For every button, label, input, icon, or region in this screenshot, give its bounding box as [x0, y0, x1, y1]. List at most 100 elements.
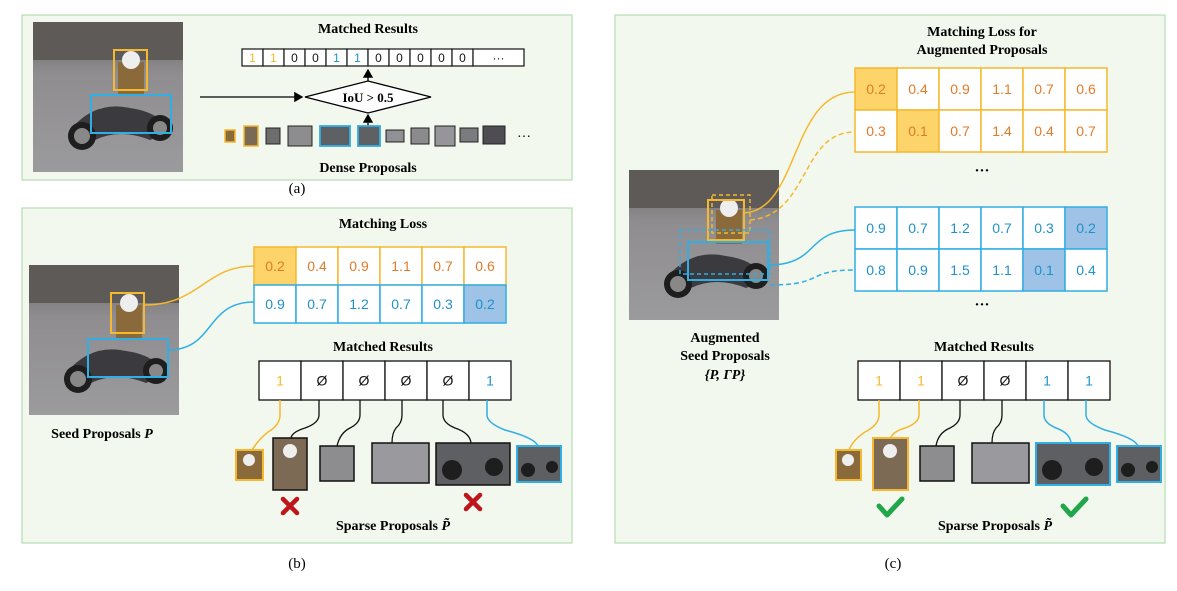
c-matched-value: Ø: [1000, 373, 1011, 389]
b-loss-orange-value: 0.6: [475, 258, 495, 274]
c-loss-blue-2-value: 0.1: [1034, 262, 1054, 278]
c-loss-blue-1-cell: [938, 206, 982, 250]
c-loss-orange-2-value: 0.1: [908, 123, 928, 139]
panel-a-matched-cell: [472, 48, 525, 67]
c-loss-blue-2-cell: [896, 248, 940, 292]
c-loss-orange-2-cell: [1064, 109, 1108, 153]
panel-a-matched-value: 0: [291, 51, 298, 65]
dense-ellipsis: ···: [517, 130, 531, 145]
c-loss-orange-2-value: 1.4: [992, 123, 1012, 139]
c-loss-orange-1-cell: [1064, 67, 1108, 111]
c-loss-blue-2-value: 1.5: [950, 262, 970, 278]
c-loss-blue-2-value: 0.8: [866, 262, 886, 278]
c-loss-blue-2-value: 0.9: [908, 262, 928, 278]
panel-a-photo: [33, 22, 183, 172]
panel-c-matched-title: Matched Results: [934, 340, 1034, 355]
panel-b-sparse-thumbnails: [235, 437, 562, 491]
c-loss-orange-1-value: 0.9: [950, 81, 970, 97]
aug-label-3: {P, ΓP}: [705, 368, 746, 383]
c-loss-blue-1-value: 0.7: [908, 220, 928, 236]
c-loss-orange-1-value: 1.1: [992, 81, 1012, 97]
panel-a-matched-value: 0: [438, 51, 445, 65]
c-matched-value: 1: [1085, 373, 1093, 389]
b-loss-orange-value: 0.2: [265, 258, 285, 274]
panel-b-photo: [29, 265, 179, 415]
c-loss-blue-2-cell: [1064, 248, 1108, 292]
c-loss-orange-2-cell: [938, 109, 982, 153]
c-loss-blue-1-cell: [854, 206, 898, 250]
panel-a-matched-value: 0: [375, 51, 382, 65]
c-loss-blue-1-value: 0.2: [1076, 220, 1096, 236]
connector-blue: [167, 301, 255, 351]
panel-a-matched-value: 0: [312, 51, 319, 65]
dense-proposal-thumbnails: [224, 125, 506, 147]
c-loss-orange-1-cell: [980, 67, 1024, 111]
c-loss-orange-2-value: 0.7: [1076, 123, 1096, 139]
blue-box: [90, 94, 172, 134]
b-loss-orange-value: 0.9: [349, 258, 369, 274]
panel-c-photo: [629, 170, 779, 320]
check-icon: [1060, 496, 1089, 518]
c-loss-blue-2-cell: [938, 248, 982, 292]
c-loss-blue-2-cell: [1022, 248, 1066, 292]
cross-icon: [463, 492, 483, 512]
c-matched-value: 1: [1043, 373, 1051, 389]
b-matched-cell: [426, 360, 470, 401]
b-matched-cell: [468, 360, 512, 401]
b-loss-orange-cell: [463, 246, 507, 286]
panel-a-matched-value: 0: [396, 51, 403, 65]
seed-proposals-label: Seed Proposals P: [51, 427, 153, 442]
panel-c-loss-title-2: Augmented Proposals: [917, 43, 1048, 58]
panel-c-caption: (c): [885, 556, 902, 572]
panel-a-matched-value: 0: [417, 51, 424, 65]
b-matched-value: Ø: [401, 373, 412, 389]
b-loss-blue-value: 0.3: [433, 296, 453, 312]
b-matched-value: Ø: [359, 373, 370, 389]
panel-b-sparse-label: Sparse Proposals P̃: [336, 516, 451, 534]
panel-b-caption: (b): [288, 556, 306, 572]
c-loss-blue-2-value: 0.4: [1076, 262, 1096, 278]
c-loss-blue-1-value: 1.2: [950, 220, 970, 236]
b-loss-blue-value: 0.9: [265, 296, 285, 312]
c-matched-cell: [899, 360, 943, 401]
connector-orange: [143, 265, 255, 306]
connector-blue-dashed: [769, 269, 856, 286]
b-loss-orange-value: 0.4: [307, 258, 327, 274]
b-loss-blue-cell: [463, 284, 507, 324]
b-loss-orange-cell: [253, 246, 297, 286]
iou-diamond: [304, 80, 432, 114]
b-loss-blue-value: 0.2: [475, 296, 495, 312]
panel-a-title: Matched Results: [318, 22, 418, 37]
panel-c-sparse-thumbnails: [835, 437, 1162, 491]
c-loss-blue-1-value: 0.3: [1034, 220, 1054, 236]
panel-a-matched-value: 1: [270, 51, 277, 65]
panel-c-ellipsis-2: ···: [974, 297, 989, 313]
b-matched-value: Ø: [317, 373, 328, 389]
b-loss-orange-value: 1.1: [391, 258, 411, 274]
c-matched-value: 1: [917, 373, 925, 389]
c-matched-cell: [1067, 360, 1111, 401]
iou-condition: IoU > 0.5: [342, 90, 394, 105]
check-icon: [876, 496, 905, 518]
panel-a-caption: (a): [289, 181, 306, 197]
cross-icon: [280, 496, 300, 516]
panel-b-matched-title: Matched Results: [333, 340, 433, 355]
b-loss-orange-value: 0.7: [433, 258, 453, 274]
c-loss-blue-1-value: 0.9: [866, 220, 886, 236]
c-loss-orange-2-cell: [896, 109, 940, 153]
panel-a-matched-value: 0: [459, 51, 466, 65]
c-loss-orange-1-value: 0.4: [908, 81, 928, 97]
c-loss-orange-1-cell: [1022, 67, 1066, 111]
connector-blue: [767, 229, 856, 266]
panel-c-ellipsis-1: ···: [974, 163, 989, 179]
b-loss-blue-value: 0.7: [307, 296, 327, 312]
b-loss-orange-cell: [295, 246, 339, 286]
c-matched-cell: [941, 360, 985, 401]
b-matched-cell: [384, 360, 428, 401]
dense-proposals-label: Dense Proposals: [319, 161, 417, 176]
